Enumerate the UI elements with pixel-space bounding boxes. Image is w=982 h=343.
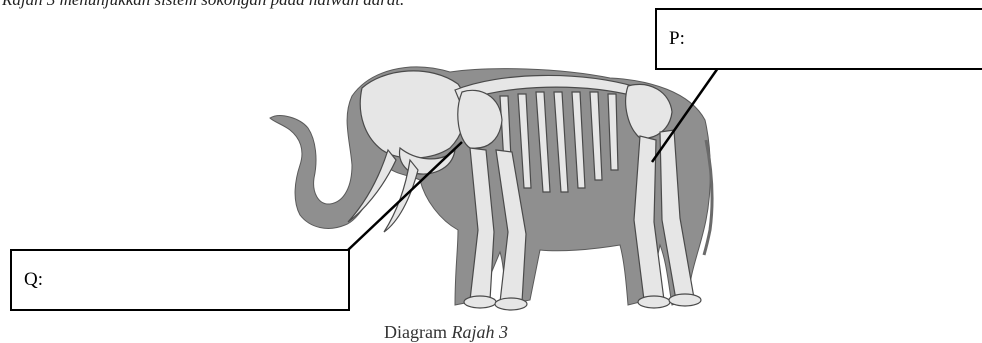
answer-box-q[interactable]: Q:	[10, 249, 350, 311]
bottom-caption-italic: Rajah 3	[451, 322, 508, 342]
bottom-caption: Diagram Rajah 3	[384, 322, 508, 343]
bottom-caption-text: Diagram	[384, 322, 451, 342]
answer-box-p[interactable]: P:	[655, 8, 982, 70]
label-p: P:	[669, 28, 685, 50]
label-q: Q:	[24, 269, 43, 291]
